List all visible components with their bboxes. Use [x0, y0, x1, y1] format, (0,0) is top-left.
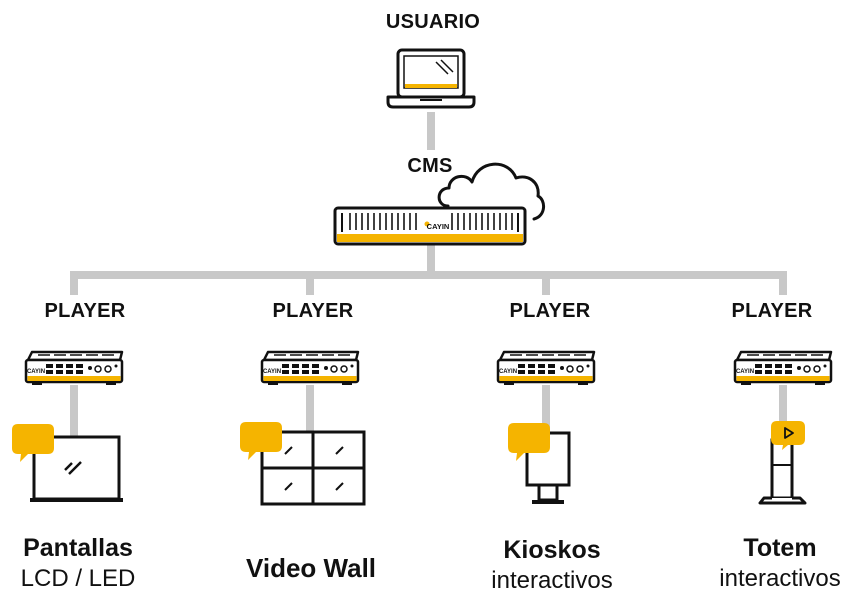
player-brand-logo: CAYIN	[736, 369, 754, 375]
device-title: Kioskos	[503, 536, 601, 564]
player-box-icon: CAYIN	[260, 350, 360, 387]
player-label: PLAYER	[509, 300, 591, 322]
device-title: Totem	[743, 534, 817, 562]
player-box-icon: CAYIN	[733, 350, 833, 387]
laptop-icon	[386, 48, 476, 109]
server-brand-logo: CAYIN	[427, 222, 450, 231]
video-bubble-icon	[771, 421, 805, 450]
cloud-icon	[437, 162, 545, 221]
player-label: PLAYER	[731, 300, 813, 322]
cms-server-icon: CAYIN	[333, 206, 527, 246]
device-caption-videowall: Video Wall	[246, 552, 376, 585]
device-subtitle: interactivos	[719, 565, 841, 593]
player-box-icon: CAYIN	[24, 350, 124, 387]
player-label: PLAYER	[272, 300, 354, 322]
device-title: Pantallas	[23, 534, 133, 562]
player-label: PLAYER	[44, 300, 126, 322]
device-subtitle: interactivos	[491, 567, 613, 595]
device-title: Video Wall	[245, 553, 377, 583]
cms-label: CMS	[407, 155, 453, 177]
device-caption-totem: Totem interactivos	[719, 533, 840, 594]
device-caption-kiosk: Kioskos interactivos	[491, 535, 612, 596]
device-subtitle: LCD / LED	[20, 565, 136, 593]
player-brand-logo: CAYIN	[499, 369, 517, 375]
totem-icon	[758, 438, 807, 505]
user-label: USUARIO	[385, 11, 481, 33]
player-brand-logo: CAYIN	[263, 369, 281, 375]
player-brand-logo: CAYIN	[27, 369, 45, 375]
player-box-icon: CAYIN	[496, 350, 596, 387]
device-caption-lcd: Pantallas LCD / LED	[21, 533, 136, 594]
